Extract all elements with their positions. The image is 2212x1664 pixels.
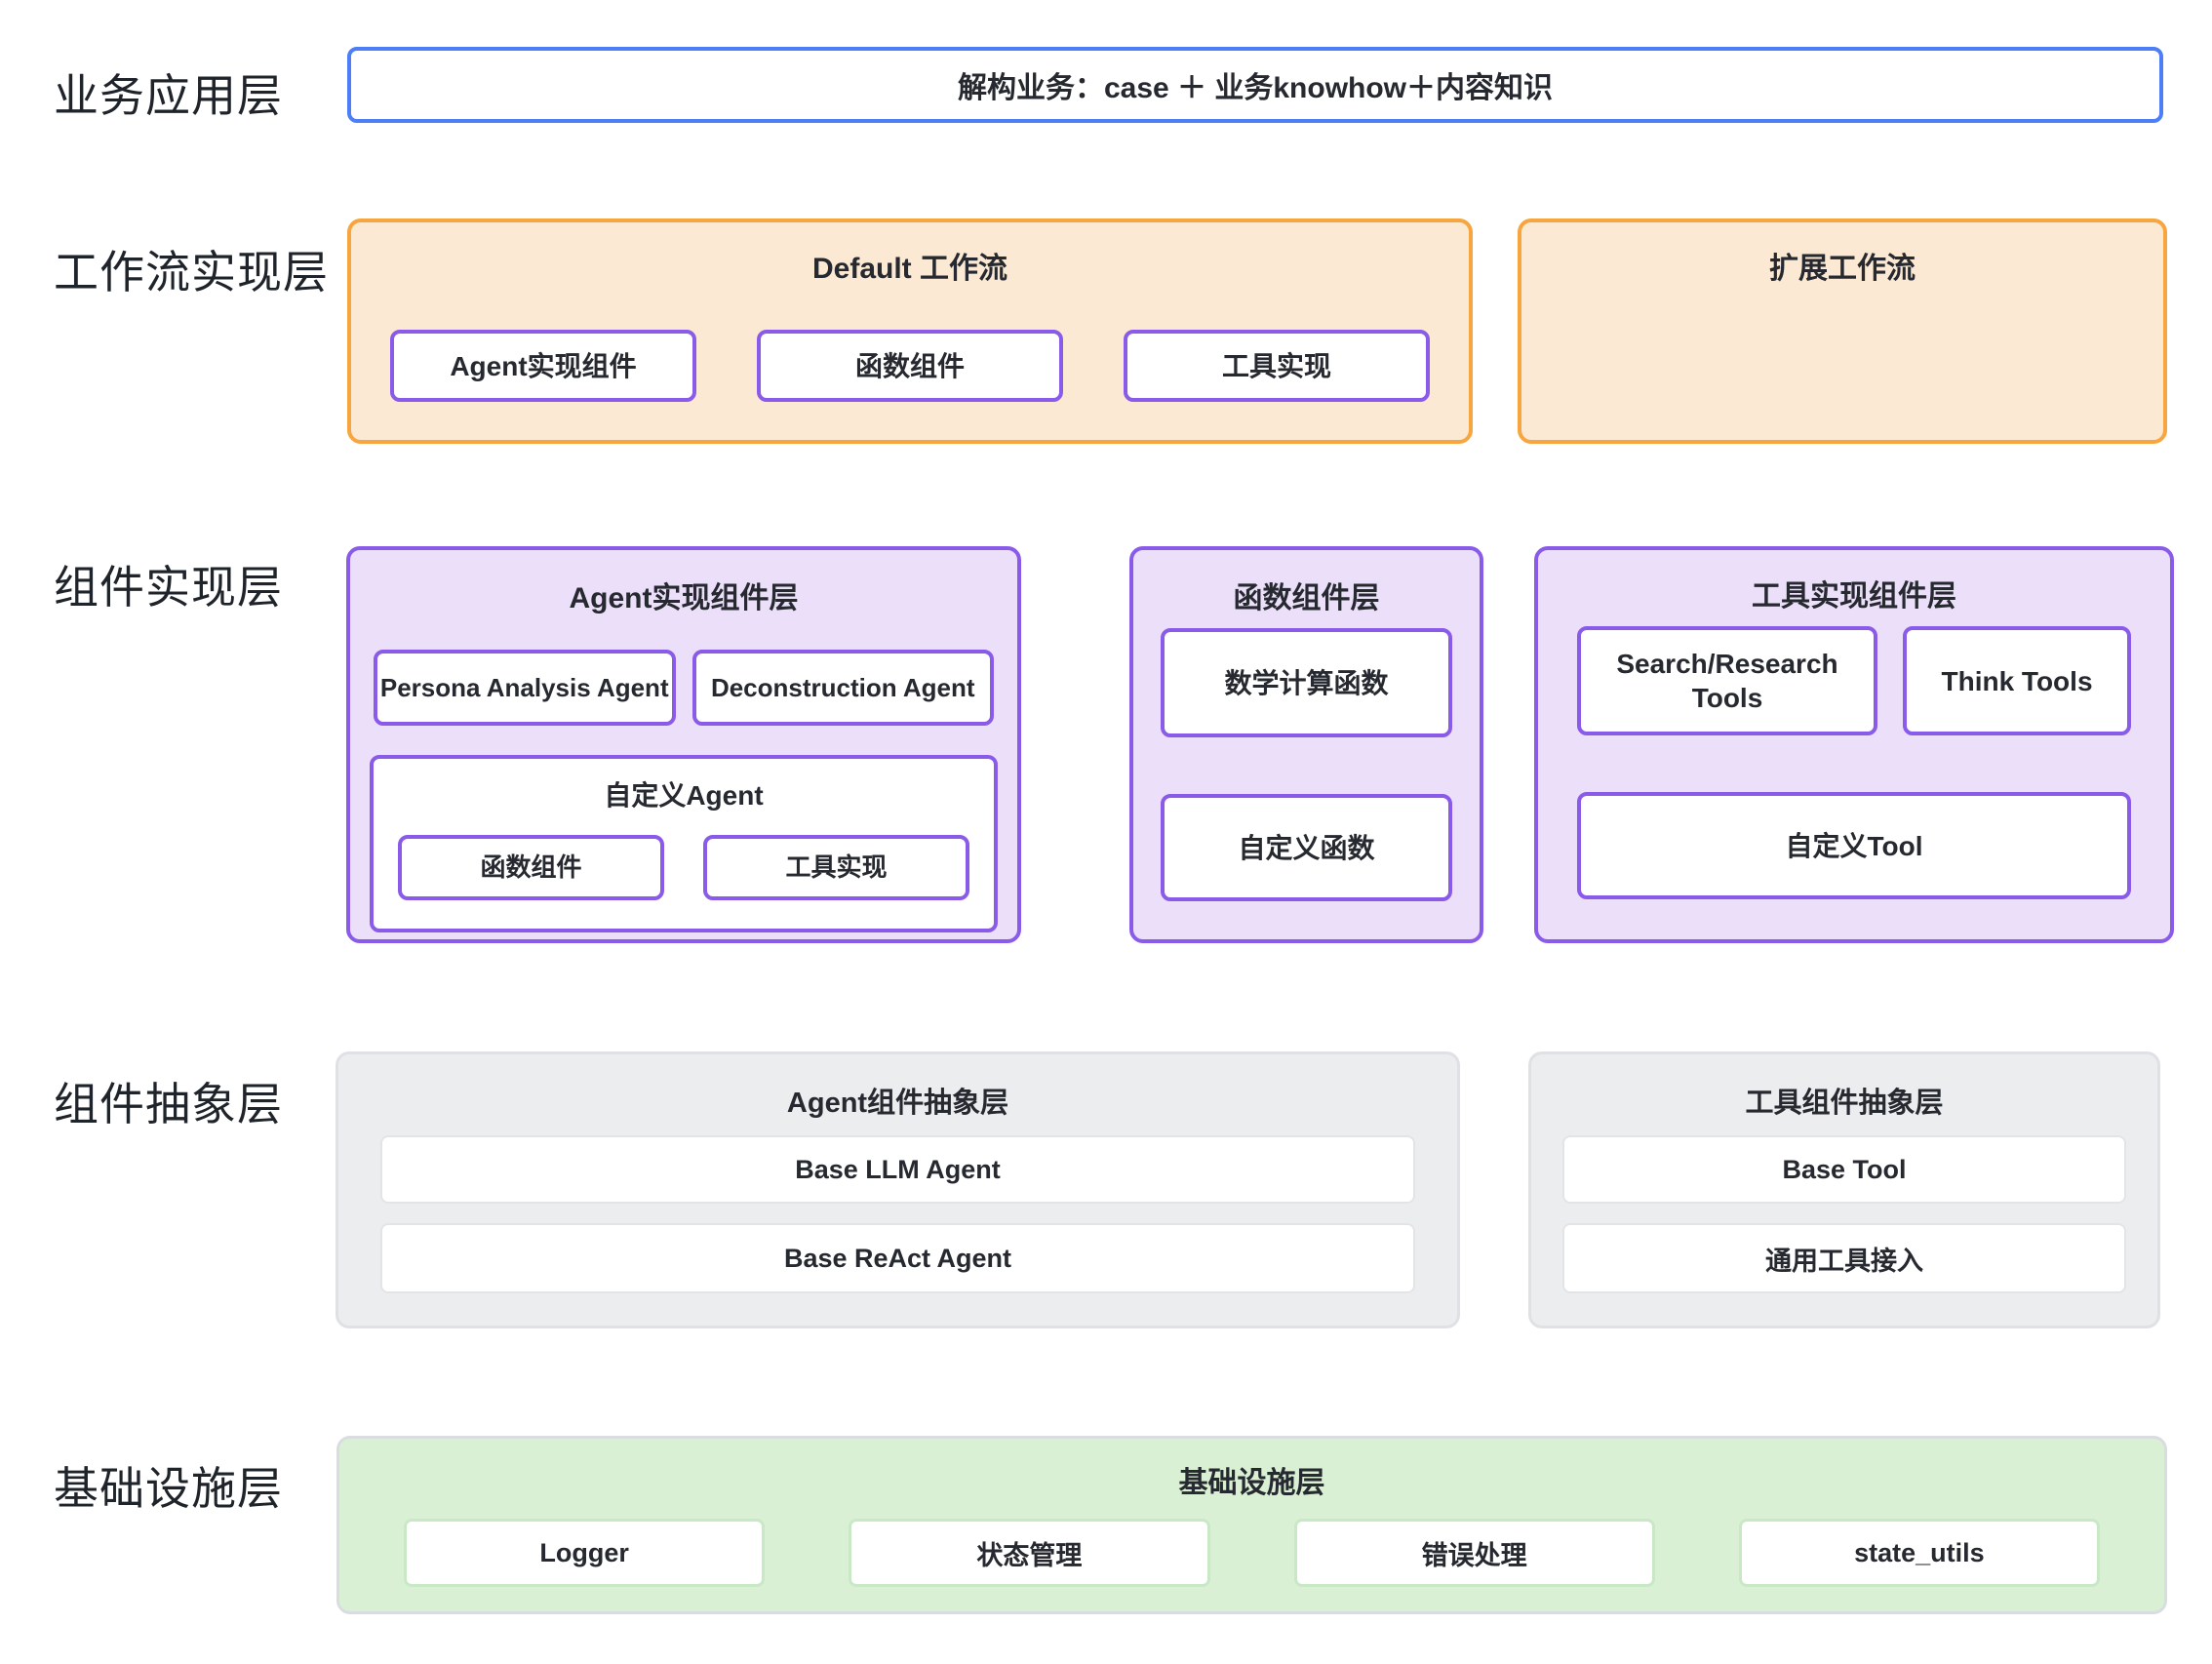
node-search-research-tools: Search/Research Tools <box>1577 626 1877 735</box>
tool-impl-row: Search/Research Tools Think Tools <box>1577 626 2131 735</box>
business-banner-text: 解构业务：case ＋ 业务knowhow＋内容知识 <box>957 72 1554 104</box>
agent-abstract-layer-box: Agent组件抽象层 Base LLM Agent Base ReAct Age… <box>336 1051 1460 1328</box>
tool-abstract-layer-box: 工具组件抽象层 Base Tool 通用工具接入 <box>1528 1051 2160 1328</box>
custom-agent-items: 函数组件 工具实现 <box>398 835 969 900</box>
node-deconstruction-agent: Deconstruction Agent <box>691 650 994 726</box>
default-workflow-items: Agent实现组件 函数组件 工具实现 <box>351 330 1469 402</box>
agent-impl-component-layer-box: Agent实现组件层 Persona Analysis Agent Decons… <box>346 546 1021 943</box>
business-banner: 解构业务：case ＋ 业务knowhow＋内容知识 <box>347 47 2163 123</box>
agent-abstract-title: Agent组件抽象层 <box>786 1088 1009 1119</box>
node-base-tool: Base Tool <box>1562 1135 2126 1204</box>
node-custom-tool-impl: 工具实现 <box>703 835 969 900</box>
default-workflow-title: Default 工作流 <box>811 253 1007 285</box>
layer-label-component-abstract: 组件抽象层 <box>54 1079 283 1129</box>
node-think-tools: Think Tools <box>1903 626 2131 735</box>
infrastructure-layer-box: 基础设施层 Logger 状态管理 错误处理 state_utils <box>336 1436 2167 1614</box>
function-component-layer-box: 函数组件层 数学计算函数 自定义函数 <box>1129 546 1483 943</box>
extended-workflow-box: 扩展工作流 <box>1518 218 2167 444</box>
layer-label-business: 业务应用层 <box>54 70 283 121</box>
agent-impl-layer-title: Agent实现组件层 <box>569 582 799 614</box>
extended-workflow-title: 扩展工作流 <box>1769 253 1916 285</box>
layer-label-component-impl: 组件实现层 <box>54 562 283 613</box>
function-layer-title: 函数组件层 <box>1233 582 1380 614</box>
node-base-llm-agent: Base LLM Agent <box>380 1135 1415 1204</box>
infrastructure-items: Logger 状态管理 错误处理 state_utils <box>404 1519 2100 1587</box>
custom-agent-box: 自定义Agent 函数组件 工具实现 <box>370 755 998 932</box>
tool-impl-layer-title: 工具实现组件层 <box>1752 580 1956 613</box>
layer-label-infra: 基础设施层 <box>54 1463 283 1514</box>
layer-label-workflow: 工作流实现层 <box>54 247 329 297</box>
node-math-function: 数学计算函数 <box>1161 628 1452 737</box>
node-state-utils: state_utils <box>1738 1519 2100 1587</box>
tool-abstract-title: 工具组件抽象层 <box>1745 1088 1944 1119</box>
node-logger: Logger <box>404 1519 766 1587</box>
infrastructure-title: 基础设施层 <box>1178 1467 1325 1499</box>
custom-agent-title: 自定义Agent <box>604 780 764 811</box>
default-workflow-box: Default 工作流 Agent实现组件 函数组件 工具实现 <box>347 218 1473 444</box>
node-custom-tool: 自定义Tool <box>1577 792 2131 899</box>
node-function-component: 函数组件 <box>757 330 1063 402</box>
node-agent-impl-component: Agent实现组件 <box>390 330 696 402</box>
node-error-handling: 错误处理 <box>1293 1519 1655 1587</box>
node-custom-function-component: 函数组件 <box>398 835 664 900</box>
node-base-react-agent: Base ReAct Agent <box>380 1223 1415 1293</box>
node-generic-tool-access: 通用工具接入 <box>1562 1223 2126 1293</box>
node-state-management: 状态管理 <box>849 1519 1210 1587</box>
node-persona-analysis-agent: Persona Analysis Agent <box>374 650 676 726</box>
node-tool-impl: 工具实现 <box>1124 330 1430 402</box>
node-custom-function: 自定义函数 <box>1161 794 1452 901</box>
agent-impl-agents-row: Persona Analysis Agent Deconstruction Ag… <box>370 650 998 726</box>
tool-impl-component-layer-box: 工具实现组件层 Search/Research Tools Think Tool… <box>1534 546 2174 943</box>
